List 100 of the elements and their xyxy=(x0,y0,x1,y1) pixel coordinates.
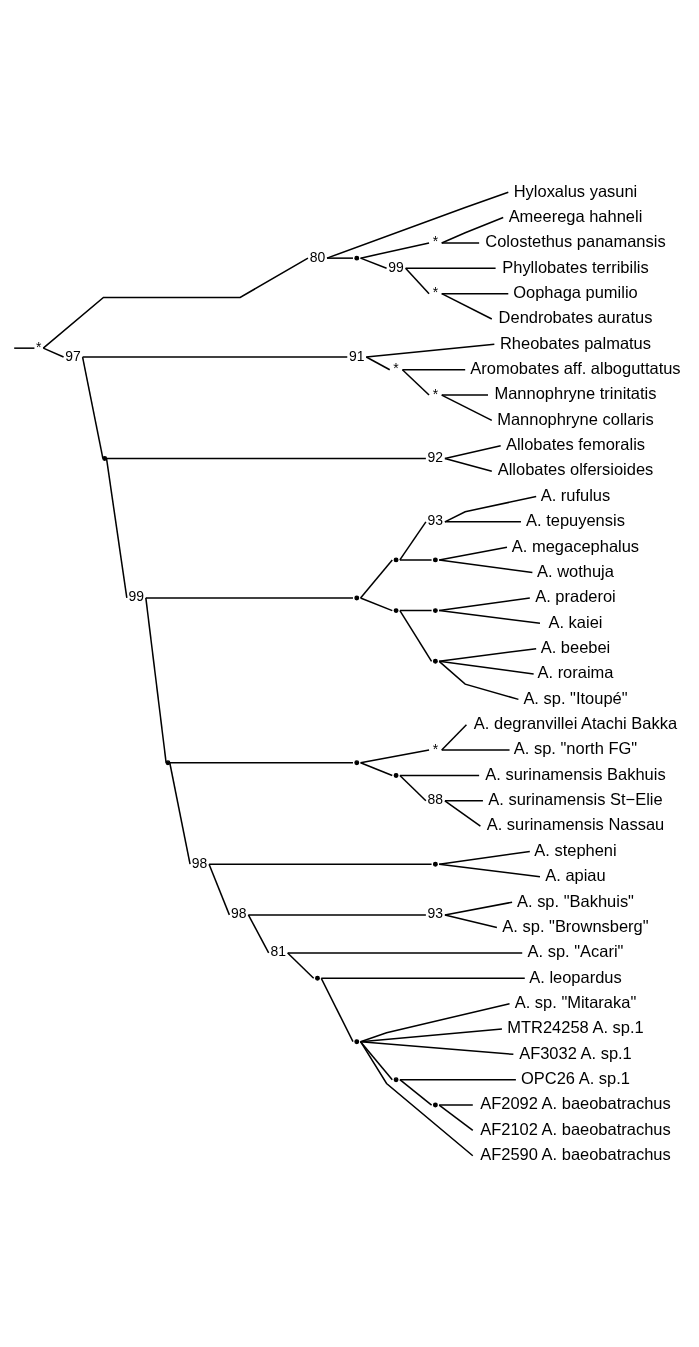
node-text: Oophaga pumilio xyxy=(513,282,638,301)
node-label: 93 xyxy=(427,904,444,921)
node-point xyxy=(354,594,360,600)
node-text: AF2102 A. baeobatrachus xyxy=(480,1119,671,1138)
node-text: A. surinamensis Bakhuis xyxy=(485,764,666,783)
node-label: 80 xyxy=(309,248,326,265)
connector xyxy=(326,190,510,259)
node-text: Ameerega hahneli xyxy=(508,206,643,225)
node-point xyxy=(354,759,360,765)
connector xyxy=(359,596,394,611)
connector xyxy=(326,256,354,259)
connector xyxy=(359,256,388,269)
node-label: * xyxy=(432,283,439,300)
node-text: A. tepuyensis xyxy=(526,510,625,529)
node-point xyxy=(432,658,438,664)
connector xyxy=(320,977,354,1042)
node-label: * xyxy=(36,338,42,355)
connector xyxy=(399,1078,517,1080)
node-label: * xyxy=(432,385,439,402)
node-label: * xyxy=(432,740,439,757)
connector xyxy=(438,558,534,573)
node-label: 81 xyxy=(270,942,286,959)
node-text: OPC26 A. sp.1 xyxy=(521,1068,630,1087)
connector xyxy=(399,774,480,776)
connector xyxy=(359,1002,511,1042)
connector xyxy=(13,346,36,349)
node-point xyxy=(165,759,171,765)
connector xyxy=(444,495,537,523)
node-point xyxy=(354,255,360,261)
node-text: AF2590 A. baeobatrachus xyxy=(480,1144,671,1163)
connector xyxy=(359,558,394,599)
connector xyxy=(247,913,427,916)
node-point xyxy=(354,1038,360,1044)
connector xyxy=(399,609,433,611)
connector xyxy=(440,241,480,244)
connector xyxy=(438,609,541,624)
connector xyxy=(444,444,502,459)
node-text: MTR24258 A. sp.1 xyxy=(507,1017,644,1036)
connector xyxy=(399,609,433,662)
node-text: A. degranvillei Atachi Bakka xyxy=(473,713,678,732)
node-text: A. sp. "north FG" xyxy=(513,738,638,757)
node-label: 98 xyxy=(231,904,247,921)
connector xyxy=(440,216,504,244)
node-point xyxy=(393,556,399,562)
node-text: A. praderoi xyxy=(535,586,616,605)
node-text: A. megacephalus xyxy=(511,536,640,555)
node-text: AF3032 A. sp.1 xyxy=(519,1043,632,1062)
connector xyxy=(169,761,191,865)
connector xyxy=(438,660,520,700)
connector xyxy=(359,1040,515,1055)
connector xyxy=(145,596,354,599)
node-text: A. surinamensis Nassau xyxy=(486,814,665,833)
node-text: Colostethus panamansis xyxy=(485,231,666,250)
connector xyxy=(438,647,537,662)
connector xyxy=(42,256,309,349)
node-label: 92 xyxy=(427,448,444,465)
node-label: 88 xyxy=(427,790,444,807)
connector xyxy=(81,355,349,358)
connector xyxy=(444,799,482,827)
node-point xyxy=(432,861,438,867)
node-text: Rheobates palmatus xyxy=(499,333,652,352)
node-point xyxy=(432,607,438,613)
connector xyxy=(399,1078,433,1106)
node-text: A. roraima xyxy=(537,662,614,681)
node-point xyxy=(315,975,320,981)
node-point xyxy=(102,455,108,461)
node-label: 91 xyxy=(349,347,365,364)
connector xyxy=(438,1103,474,1106)
connector xyxy=(444,520,522,523)
connector xyxy=(42,346,65,358)
connector xyxy=(359,748,430,763)
connector xyxy=(359,1040,474,1157)
connector xyxy=(438,862,541,878)
node-text: A. rufulus xyxy=(540,485,611,504)
node-text: A. beebei xyxy=(540,637,611,656)
connector xyxy=(247,913,270,954)
node-text: Aromobates aff. alboguttatus xyxy=(470,358,681,377)
connector xyxy=(444,900,513,916)
connector xyxy=(438,1103,474,1131)
node-label: 99 xyxy=(388,258,404,275)
connector xyxy=(359,761,394,776)
node-text: A. sp. "Acari" xyxy=(527,941,624,960)
connector xyxy=(169,761,354,763)
node-point xyxy=(432,1102,438,1108)
connector xyxy=(286,951,315,979)
connector xyxy=(440,393,493,421)
node-text: A. stepheni xyxy=(534,840,617,859)
connector xyxy=(440,723,468,751)
node-text: Hyloxalus yasuni xyxy=(513,181,638,200)
connector xyxy=(320,977,526,979)
node-point xyxy=(393,772,399,778)
node-text: A. sp. "Itoupé" xyxy=(523,688,628,707)
connector xyxy=(399,774,427,802)
node-text: Mannophryne collaris xyxy=(497,409,654,428)
node-point xyxy=(393,607,399,613)
connector xyxy=(444,799,484,802)
connector xyxy=(81,355,104,459)
node-text: A. leopardus xyxy=(529,967,622,986)
node-text: AF2092 A. baeobatrachus xyxy=(480,1093,671,1112)
node-text: A. sp. "Brownsberg" xyxy=(502,916,649,935)
